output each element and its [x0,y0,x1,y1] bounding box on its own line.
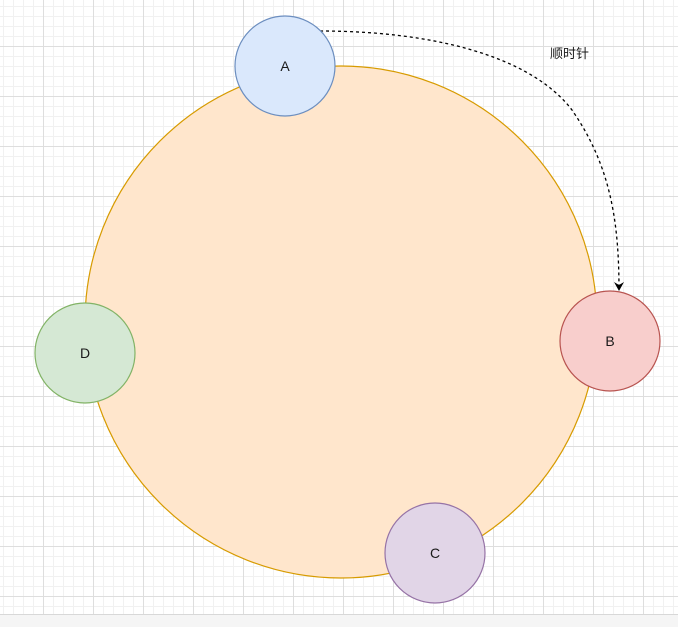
node-b-circle[interactable] [559,290,661,392]
node-a-circle[interactable] [234,15,336,117]
node-d-circle[interactable] [34,302,136,404]
clockwise-label: 顺时针 [550,47,589,62]
node-c[interactable]: C [384,502,486,604]
node-b[interactable]: B [559,290,661,392]
clockwise-arrow[interactable] [319,30,624,291]
node-c-label: C [430,545,440,561]
hash-ring[interactable] [84,65,598,579]
node-d[interactable]: D [34,302,136,404]
node-a[interactable]: A [234,15,336,117]
bottom-scrollbar-strip [0,614,678,627]
node-b-label: B [605,333,614,349]
node-a-label: A [280,58,290,74]
node-d-label: D [80,345,90,361]
node-c-circle[interactable] [384,502,486,604]
